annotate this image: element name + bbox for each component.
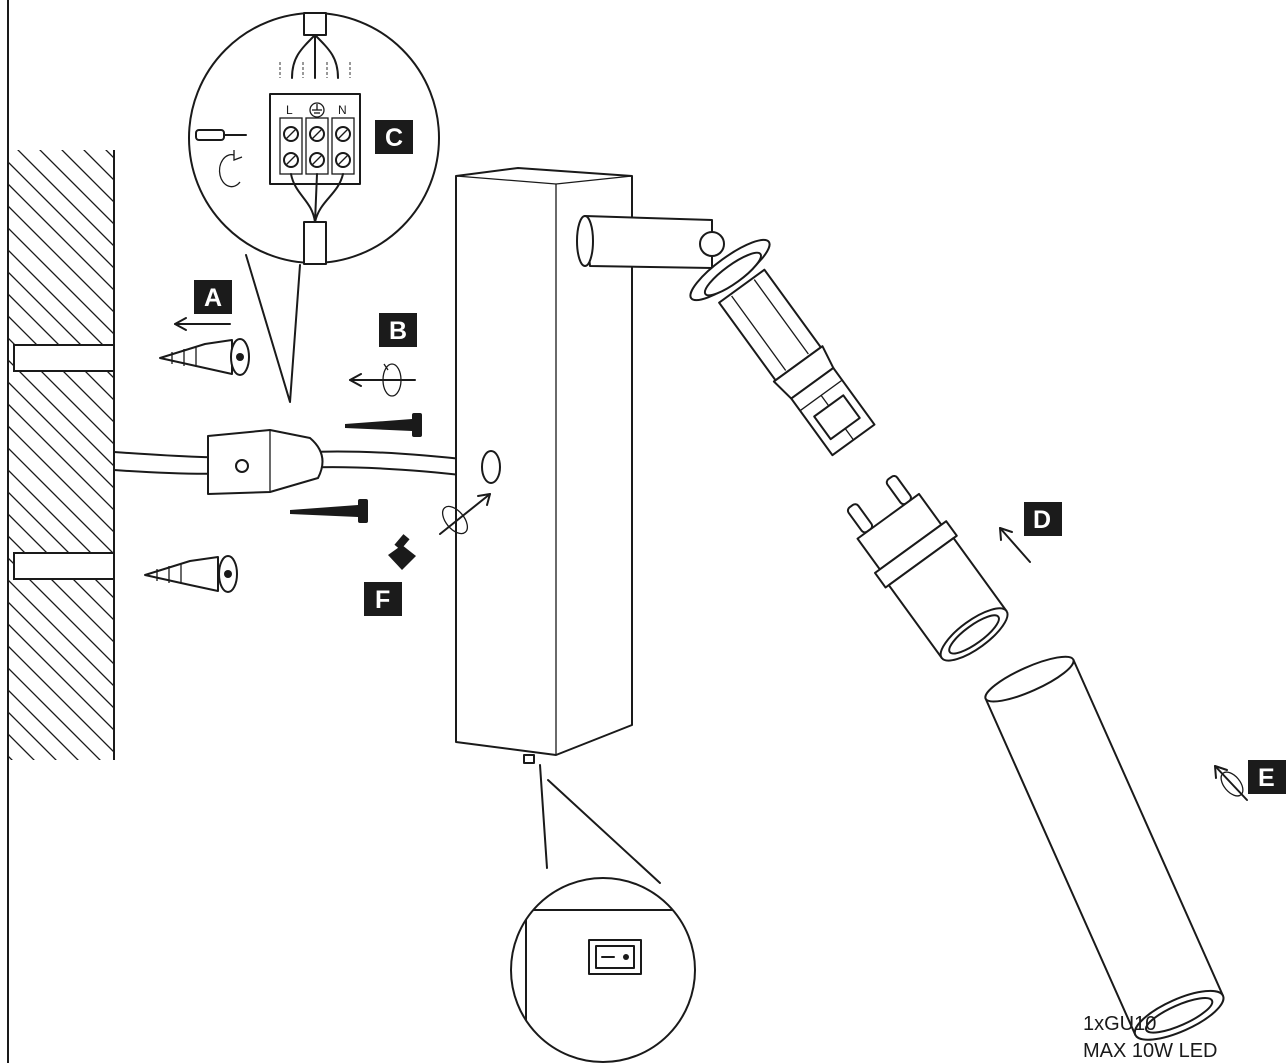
switch-callout xyxy=(510,764,696,1063)
hatch-line xyxy=(8,733,35,760)
arrow-e-rotate xyxy=(1214,765,1248,801)
hatch-line xyxy=(17,150,114,247)
hatch-line xyxy=(8,227,114,335)
hatch-line xyxy=(8,689,79,760)
wiring-callout: L N xyxy=(188,12,440,403)
step-e-label: E xyxy=(1258,764,1275,792)
rocker-switch xyxy=(588,939,642,975)
hatch-line xyxy=(8,755,13,760)
mounting-screw-top xyxy=(345,413,422,437)
hatch-line xyxy=(8,381,114,489)
mounting-screw-bottom xyxy=(290,499,368,523)
hatch-line xyxy=(8,667,101,760)
hatch-line xyxy=(8,359,114,467)
arrow-b-rotate xyxy=(349,363,416,397)
lamp-arm xyxy=(576,215,725,269)
arrow-a xyxy=(174,317,231,331)
hatch-line xyxy=(8,183,114,291)
hatch-line xyxy=(8,30,114,136)
rotate-clockwise-icon xyxy=(218,150,243,188)
wall-anchor-top xyxy=(159,338,250,376)
hatch-line xyxy=(8,888,114,994)
wall-plug-holes xyxy=(13,344,115,580)
hatch-line xyxy=(8,161,114,269)
arrow-d xyxy=(999,527,1031,563)
hatch-line xyxy=(8,778,114,884)
terminal-live-label: L xyxy=(286,103,293,117)
hatch-line xyxy=(8,535,114,643)
hatch-line xyxy=(8,822,114,928)
lamp-shade xyxy=(984,655,1225,1041)
earth-symbol-icon xyxy=(309,102,325,118)
step-b-label: B xyxy=(389,317,407,345)
step-badge-e: E xyxy=(1248,760,1286,794)
hatch-line xyxy=(39,150,114,225)
hatch-line xyxy=(8,800,114,906)
hatch-line xyxy=(8,403,114,511)
hatch-line xyxy=(105,150,114,159)
screwdriver-icon xyxy=(195,129,247,141)
hatch-line xyxy=(83,150,114,181)
lamp-body xyxy=(455,167,633,764)
hatch-line xyxy=(8,866,114,972)
arrow-f-rotate xyxy=(439,493,491,535)
cable-clamp xyxy=(207,429,324,495)
step-badge-a: A xyxy=(194,280,232,314)
terminal-neutral-label: N xyxy=(338,103,347,117)
step-badge-f: F xyxy=(364,582,402,616)
hatch-line xyxy=(8,249,114,357)
wall-anchor-bottom xyxy=(144,555,238,593)
step-d-label: D xyxy=(1033,506,1051,534)
step-f-label: F xyxy=(375,586,390,614)
fixing-screw-f xyxy=(388,534,416,570)
lampholder xyxy=(689,238,876,457)
hatch-line xyxy=(8,447,114,555)
hatch-line xyxy=(8,579,114,687)
wall-section xyxy=(8,30,115,994)
step-badge-d: D xyxy=(1024,502,1062,536)
hatch-line xyxy=(8,491,114,599)
step-c-label: C xyxy=(385,124,403,152)
hatch-line xyxy=(61,150,114,203)
hatch-line xyxy=(8,645,114,753)
step-badge-b: B xyxy=(379,313,417,347)
hatch-line xyxy=(8,844,114,950)
gu10-bulb xyxy=(846,474,1009,662)
hatch-line xyxy=(8,601,114,709)
hatch-line xyxy=(8,425,114,533)
step-a-label: A xyxy=(204,284,222,312)
hatch-line xyxy=(8,711,57,760)
hatch-line xyxy=(8,205,114,313)
power-spec: MAX 10W LED xyxy=(1083,1040,1217,1062)
hatch-line xyxy=(8,623,114,731)
step-badge-c: C xyxy=(375,120,413,154)
bulb-spec: 1xGU10 xyxy=(1083,1013,1156,1035)
